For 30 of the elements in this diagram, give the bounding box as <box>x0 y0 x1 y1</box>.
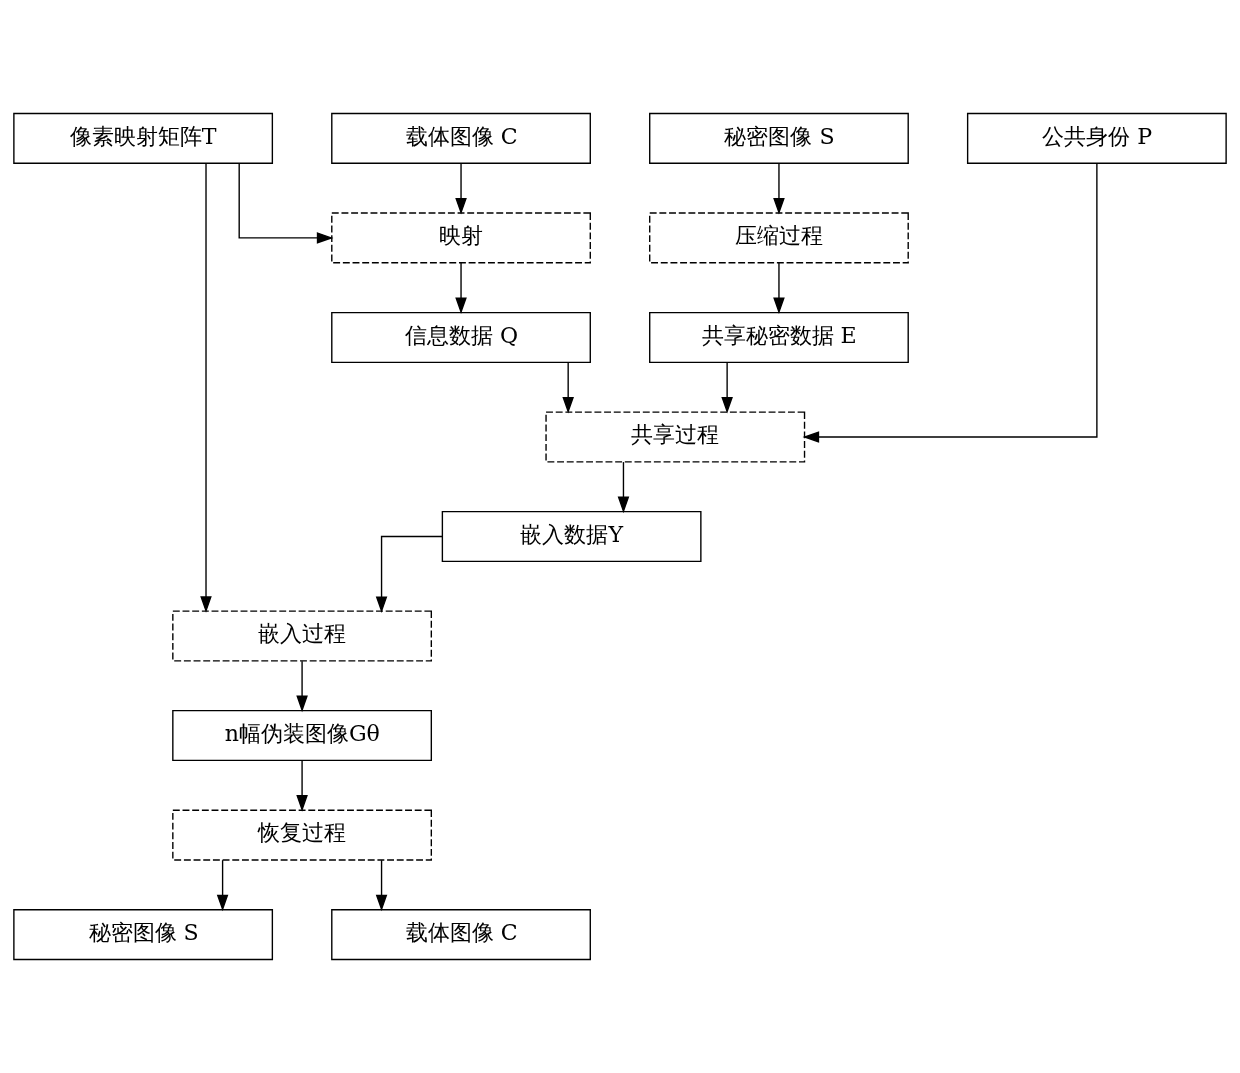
node-box: 公共身份 P <box>966 112 1227 164</box>
node-box: 恢复过程 <box>172 809 432 861</box>
node-box: 像素映射矩阵T <box>13 112 274 164</box>
arrow <box>773 162 785 215</box>
node-box: 共享秘密数据 E <box>649 311 909 364</box>
node-box: 嵌入过程 <box>172 610 432 662</box>
arrow <box>802 162 1098 443</box>
node-box: 压缩过程 <box>649 212 909 264</box>
arrow <box>296 660 308 713</box>
arrow <box>375 535 443 613</box>
node-box: 映射 <box>331 212 591 264</box>
node-box: 载体图像 C <box>331 909 591 961</box>
node-box: 信息数据 Q <box>331 311 591 364</box>
node-box: 载体图像 C <box>331 112 591 164</box>
arrow <box>375 859 388 912</box>
arrow <box>773 262 785 315</box>
node-box: 秘密图像 S <box>13 909 274 961</box>
arrow <box>455 262 467 315</box>
arrow <box>721 361 733 414</box>
node-box: n幅伪装图像Gθ <box>172 709 432 762</box>
arrow <box>200 163 212 613</box>
arrow <box>455 162 467 215</box>
node-box: 共享过程 <box>545 411 806 463</box>
arrow <box>216 859 229 912</box>
arrow <box>238 162 334 244</box>
arrow <box>296 759 308 812</box>
node-box: 秘密图像 S <box>649 112 909 164</box>
node-box: 嵌入数据Y <box>441 510 702 563</box>
arrow <box>617 461 630 514</box>
arrow <box>562 361 574 414</box>
